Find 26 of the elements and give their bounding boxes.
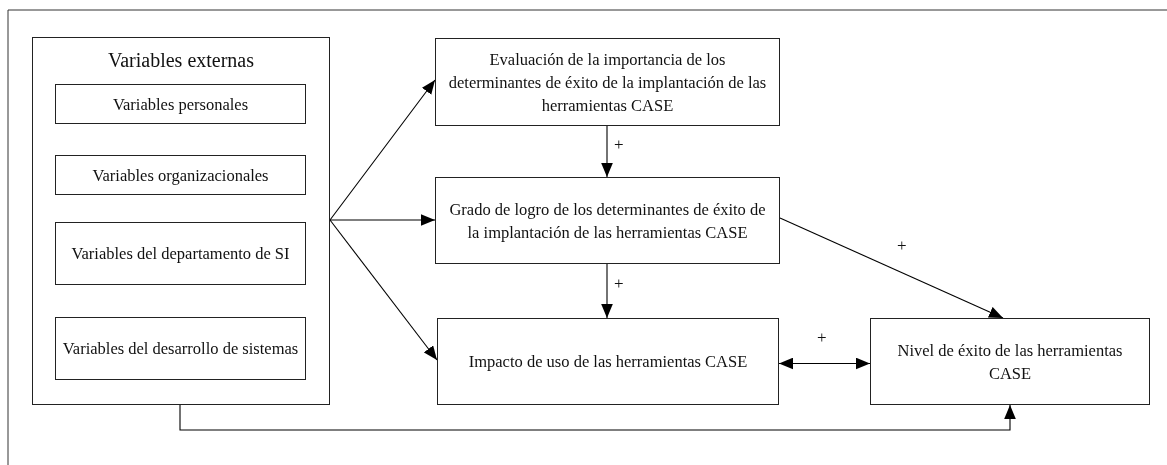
process-box	[870, 318, 1150, 405]
arrow	[779, 217, 1004, 319]
arrow	[601, 125, 613, 178]
box-text: Grado de logro de los determinantes de éxito de la implantación de las herramientas CASE	[448, 198, 767, 244]
process-box	[55, 155, 306, 195]
arrow	[601, 263, 613, 319]
process-box	[435, 177, 780, 264]
arrow	[329, 214, 436, 226]
group-title: Variables externas	[106, 48, 255, 72]
box-text: Variables del departamento de SI	[70, 243, 291, 265]
process-box	[55, 84, 306, 124]
group-box	[32, 37, 330, 405]
box-text: Variables del desarrollo de sistemas	[61, 338, 300, 360]
arrow	[329, 219, 438, 361]
process-box	[55, 222, 306, 285]
arrow	[778, 357, 871, 370]
arrow	[179, 404, 1016, 431]
box-text: Variables organizacionales	[91, 164, 270, 187]
box-text: Impacto de uso de las herramientas CASE	[467, 351, 749, 373]
box-text: Variables personales	[111, 93, 250, 116]
process-box	[55, 317, 306, 380]
box-text: Evaluación de la importancia de los determinantes de éxito de la implantación de las herramientas CASE	[447, 48, 768, 117]
process-box	[435, 38, 780, 126]
box-text: Nivel de éxito de las herramientas CASE	[896, 339, 1124, 385]
process-box	[437, 318, 779, 405]
arrow	[329, 79, 436, 221]
